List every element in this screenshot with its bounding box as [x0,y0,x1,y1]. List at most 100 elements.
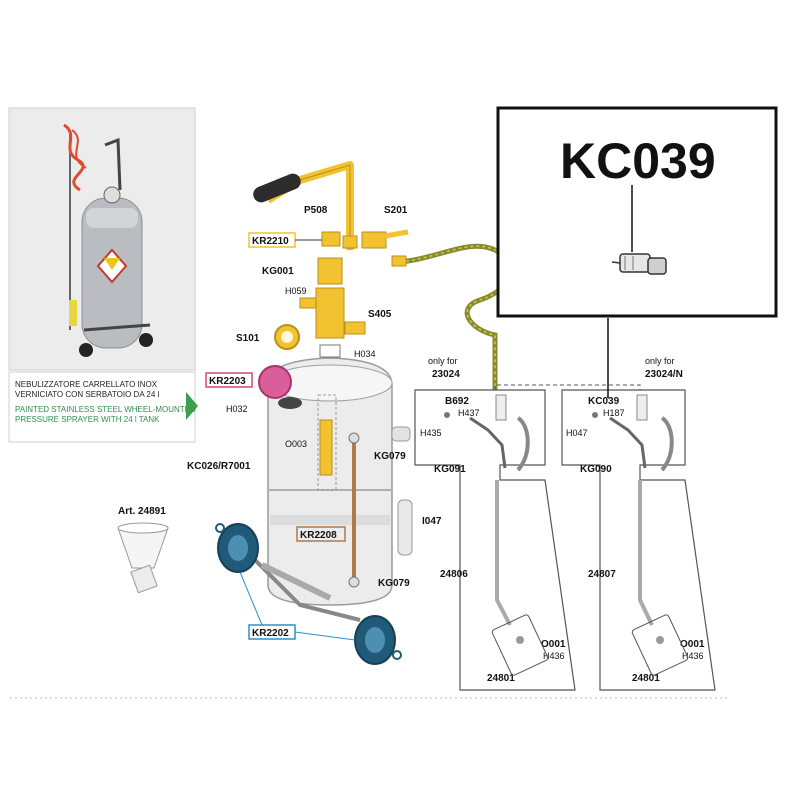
zoom-box-title: KC039 [560,133,716,189]
label-i047: I047 [422,516,442,527]
photo-wheel-left-icon [79,343,93,357]
kit-left-outline [414,389,576,691]
photo-red-hose-coil [71,129,87,169]
valve-s201 [361,231,387,249]
wheel-left-hub [228,535,248,561]
photo-tank-top [86,208,138,228]
kit-left-h435: H435 [420,428,442,438]
zoom-fitting-tip [611,261,621,264]
fitting-s405 [344,321,366,335]
funnel-rim [117,522,169,534]
tank-body [267,357,393,606]
label-kc026: KC026/R7001 [187,461,251,472]
label-kg079-top: KG079 [374,451,406,462]
kit-right-nozzle-part [656,636,664,644]
kit-left-b692: B692 [445,396,469,407]
label-o003: O003 [285,439,307,449]
tank-band [270,515,390,525]
handle-grip [253,173,301,203]
label-s201: S201 [384,205,408,216]
hazard-triangle-icon [104,258,120,270]
kit-left-24801: 24801 [487,673,515,684]
caption-en-line-2: PRESSURE SPRAYER WITH 24 l TANK [15,415,160,424]
kit-left-h436: H436 [543,651,565,661]
kit-right-screw [592,412,598,418]
tank-handle [397,499,413,556]
hose-fitting [391,255,407,267]
label-h032: H032 [226,404,248,414]
photo-axle [83,323,151,332]
label-kg001: KG001 [262,266,294,277]
valve-lever [384,229,409,239]
kit-right-24807: 24807 [588,569,616,580]
kit-left-screw [444,412,450,418]
valve-stem [315,287,345,339]
kit-left: only for 23024 B692 H437 H435 KG091 2480… [414,356,576,691]
funnel-24891 [117,522,169,594]
kit-right-gun-head [636,394,648,421]
label-kr2203-box [205,372,253,388]
kit-left-lance [495,480,512,626]
kit-right-h047: H047 [566,428,588,438]
kit-right-kc039: KC039 [588,396,620,407]
kit-left-model: 23024 [432,369,460,380]
dip-tube-outline [317,394,337,491]
kit-left-gun-body [469,416,507,469]
filler-cap-kr2203 [258,365,292,399]
wheel-left-washer [215,523,225,533]
kit-right-h187: H187 [603,408,625,418]
kit-left-h437: H437 [458,408,480,418]
caption-box [8,371,196,443]
kit-left-nozzle-box [491,614,549,676]
kit-right-h436: H436 [682,651,704,661]
label-s101: S101 [236,333,260,344]
valve-assembly [253,161,409,409]
cap-gasket-h032 [278,397,302,409]
kit-right-o001: O001 [680,639,705,650]
leader-kr2202-right [294,631,356,641]
fitting-nut [342,235,358,249]
dip-tube [319,419,333,476]
photo-gauge-icon [103,186,121,204]
product-photo-panel: NEBULIZZATORE CARRELLATO INOX VERNICIATO… [8,107,198,443]
fitting-h059 [299,297,317,309]
label-h034: H034 [354,349,376,359]
drain-fitting [348,576,360,588]
wheel-right-washer [392,650,402,660]
kit-left-24806: 24806 [440,569,468,580]
label-kr2203: KR2203 [209,376,246,387]
kit-right-outline [561,389,716,691]
label-kr2208-box [296,526,346,542]
label-kr2210: KR2210 [252,236,289,247]
label-p508: P508 [304,205,328,216]
kit-right-only-for: only for [645,356,675,366]
tank-bracket [391,426,411,442]
siphon-fitting [348,432,360,444]
label-kr2208: KR2208 [300,530,337,541]
kit-right-24801: 24801 [632,673,660,684]
photo-yellow-part [69,300,77,326]
kit-left-only-for: only for [428,356,458,366]
zoom-fitting-nut [647,257,667,275]
caption-en-line-1: PAINTED STAINLESS STEEL WHEEL-MOUNTED [15,405,196,414]
kit-right-kg090: KG090 [580,464,612,475]
cart-frame [238,543,361,622]
label-s405: S405 [368,309,392,320]
leader-kr2202-left [239,571,263,626]
label-h059: H059 [285,286,307,296]
pressure-gauge-face [281,331,293,343]
wheel-right [354,615,402,665]
caption-it-line-2: VERNICIATO CON SERBATOIO DA 24 l [15,390,160,399]
wheel-right-hub [365,627,385,653]
gasket-h034 [319,344,341,358]
kit-left-nozzle-part [516,636,524,644]
kit-left-gun-trigger [516,416,530,472]
kit-left-kg091: KG091 [434,464,466,475]
kit-right-lance [638,480,654,626]
valve-body-kg001 [317,257,343,285]
kit-right-gun-body [609,416,647,469]
kit-right-gun-trigger [660,416,674,472]
label-art24891: Art. 24891 [118,506,166,517]
label-kr2202: KR2202 [252,628,289,639]
